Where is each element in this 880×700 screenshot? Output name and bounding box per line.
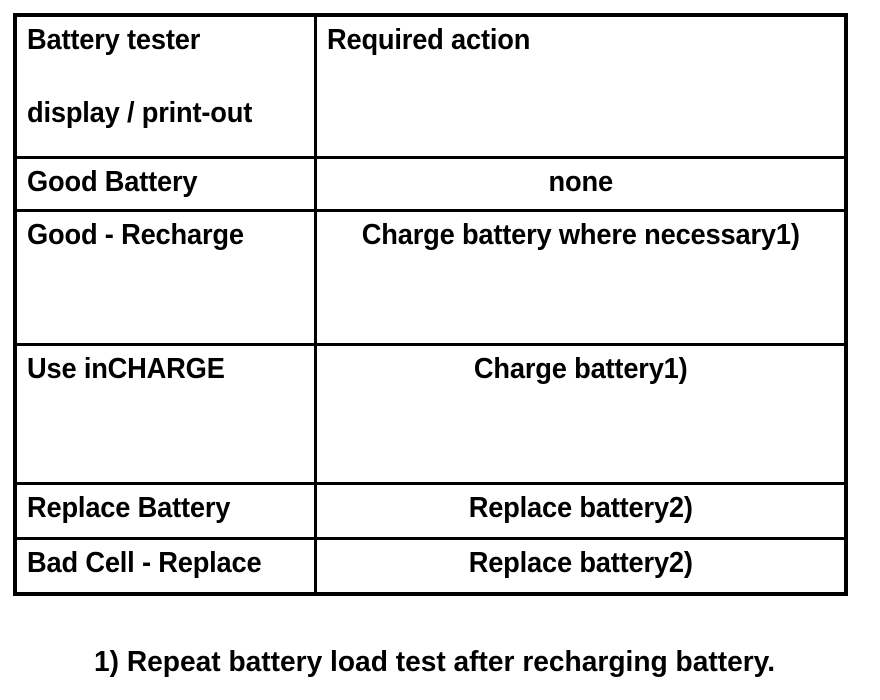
cell-inner: Charge battery1): [317, 346, 845, 384]
row-action-label: none: [548, 166, 613, 198]
cell-display-replace-battery: Replace Battery: [13, 482, 317, 540]
cell-display-bad-cell-replace: Bad Cell - Replace: [13, 537, 317, 596]
row-display-label: Good Battery: [27, 166, 198, 198]
row-display-label: Good - Recharge: [27, 219, 244, 251]
cell-action-use-incharge: Charge battery1): [313, 343, 848, 485]
cell-display-good-recharge: Good - Recharge: [13, 209, 317, 346]
cell-action-good-battery: none: [313, 156, 848, 212]
row-action-label: Charge battery where necessary1): [361, 219, 800, 251]
cell-display-good-battery: Good Battery: [13, 156, 317, 212]
row-display-label: Replace Battery: [27, 492, 231, 524]
table-row: Bad Cell - Replace Replace battery2): [13, 537, 848, 596]
header-display-line2: display / print-out: [27, 97, 253, 129]
header-cell-action: Required action: [313, 13, 848, 159]
cell-inner: Charge battery where necessary1): [317, 212, 845, 250]
row-display-label: Use inCHARGE: [27, 353, 225, 385]
table-row: Good Battery none: [13, 156, 848, 212]
table-row: Use inCHARGE Charge battery1): [13, 343, 848, 485]
header-cell-display: Battery tester display / print-out: [13, 13, 317, 159]
cell-inner: Replace Battery: [17, 485, 314, 523]
cell-inner: Replace battery2): [317, 540, 845, 578]
header-display-line1: Battery tester: [27, 24, 201, 56]
cell-inner: Bad Cell - Replace: [17, 540, 314, 578]
cell-action-good-recharge: Charge battery where necessary1): [313, 209, 848, 346]
row-action-label: Charge battery1): [473, 353, 688, 385]
header-display-inner: Battery tester display / print-out: [17, 17, 314, 128]
row-action-label: Replace battery2): [468, 547, 693, 579]
header-action-inner: Required action: [317, 17, 845, 55]
row-action-label: Replace battery2): [468, 492, 693, 524]
row-display-label: Bad Cell - Replace: [27, 547, 262, 579]
table-header-row: Battery tester display / print-out Requi…: [13, 13, 848, 159]
table-row: Good - Recharge Charge battery where nec…: [13, 209, 848, 346]
cell-action-bad-cell-replace: Replace battery2): [313, 537, 848, 596]
table-row: Replace Battery Replace battery2): [13, 482, 848, 540]
cell-action-replace-battery: Replace battery2): [313, 482, 848, 540]
cell-inner: Good Battery: [17, 159, 314, 197]
cell-inner: Good - Recharge: [17, 212, 314, 250]
cell-inner: none: [317, 159, 845, 197]
battery-tester-action-table: Battery tester display / print-out Requi…: [13, 13, 848, 596]
footnote-1: 1) Repeat battery load test after rechar…: [94, 646, 776, 678]
cell-inner: Use inCHARGE: [17, 346, 314, 384]
header-action-label: Required action: [326, 24, 530, 56]
cell-inner: Replace battery2): [317, 485, 845, 523]
cell-display-use-incharge: Use inCHARGE: [13, 343, 317, 485]
